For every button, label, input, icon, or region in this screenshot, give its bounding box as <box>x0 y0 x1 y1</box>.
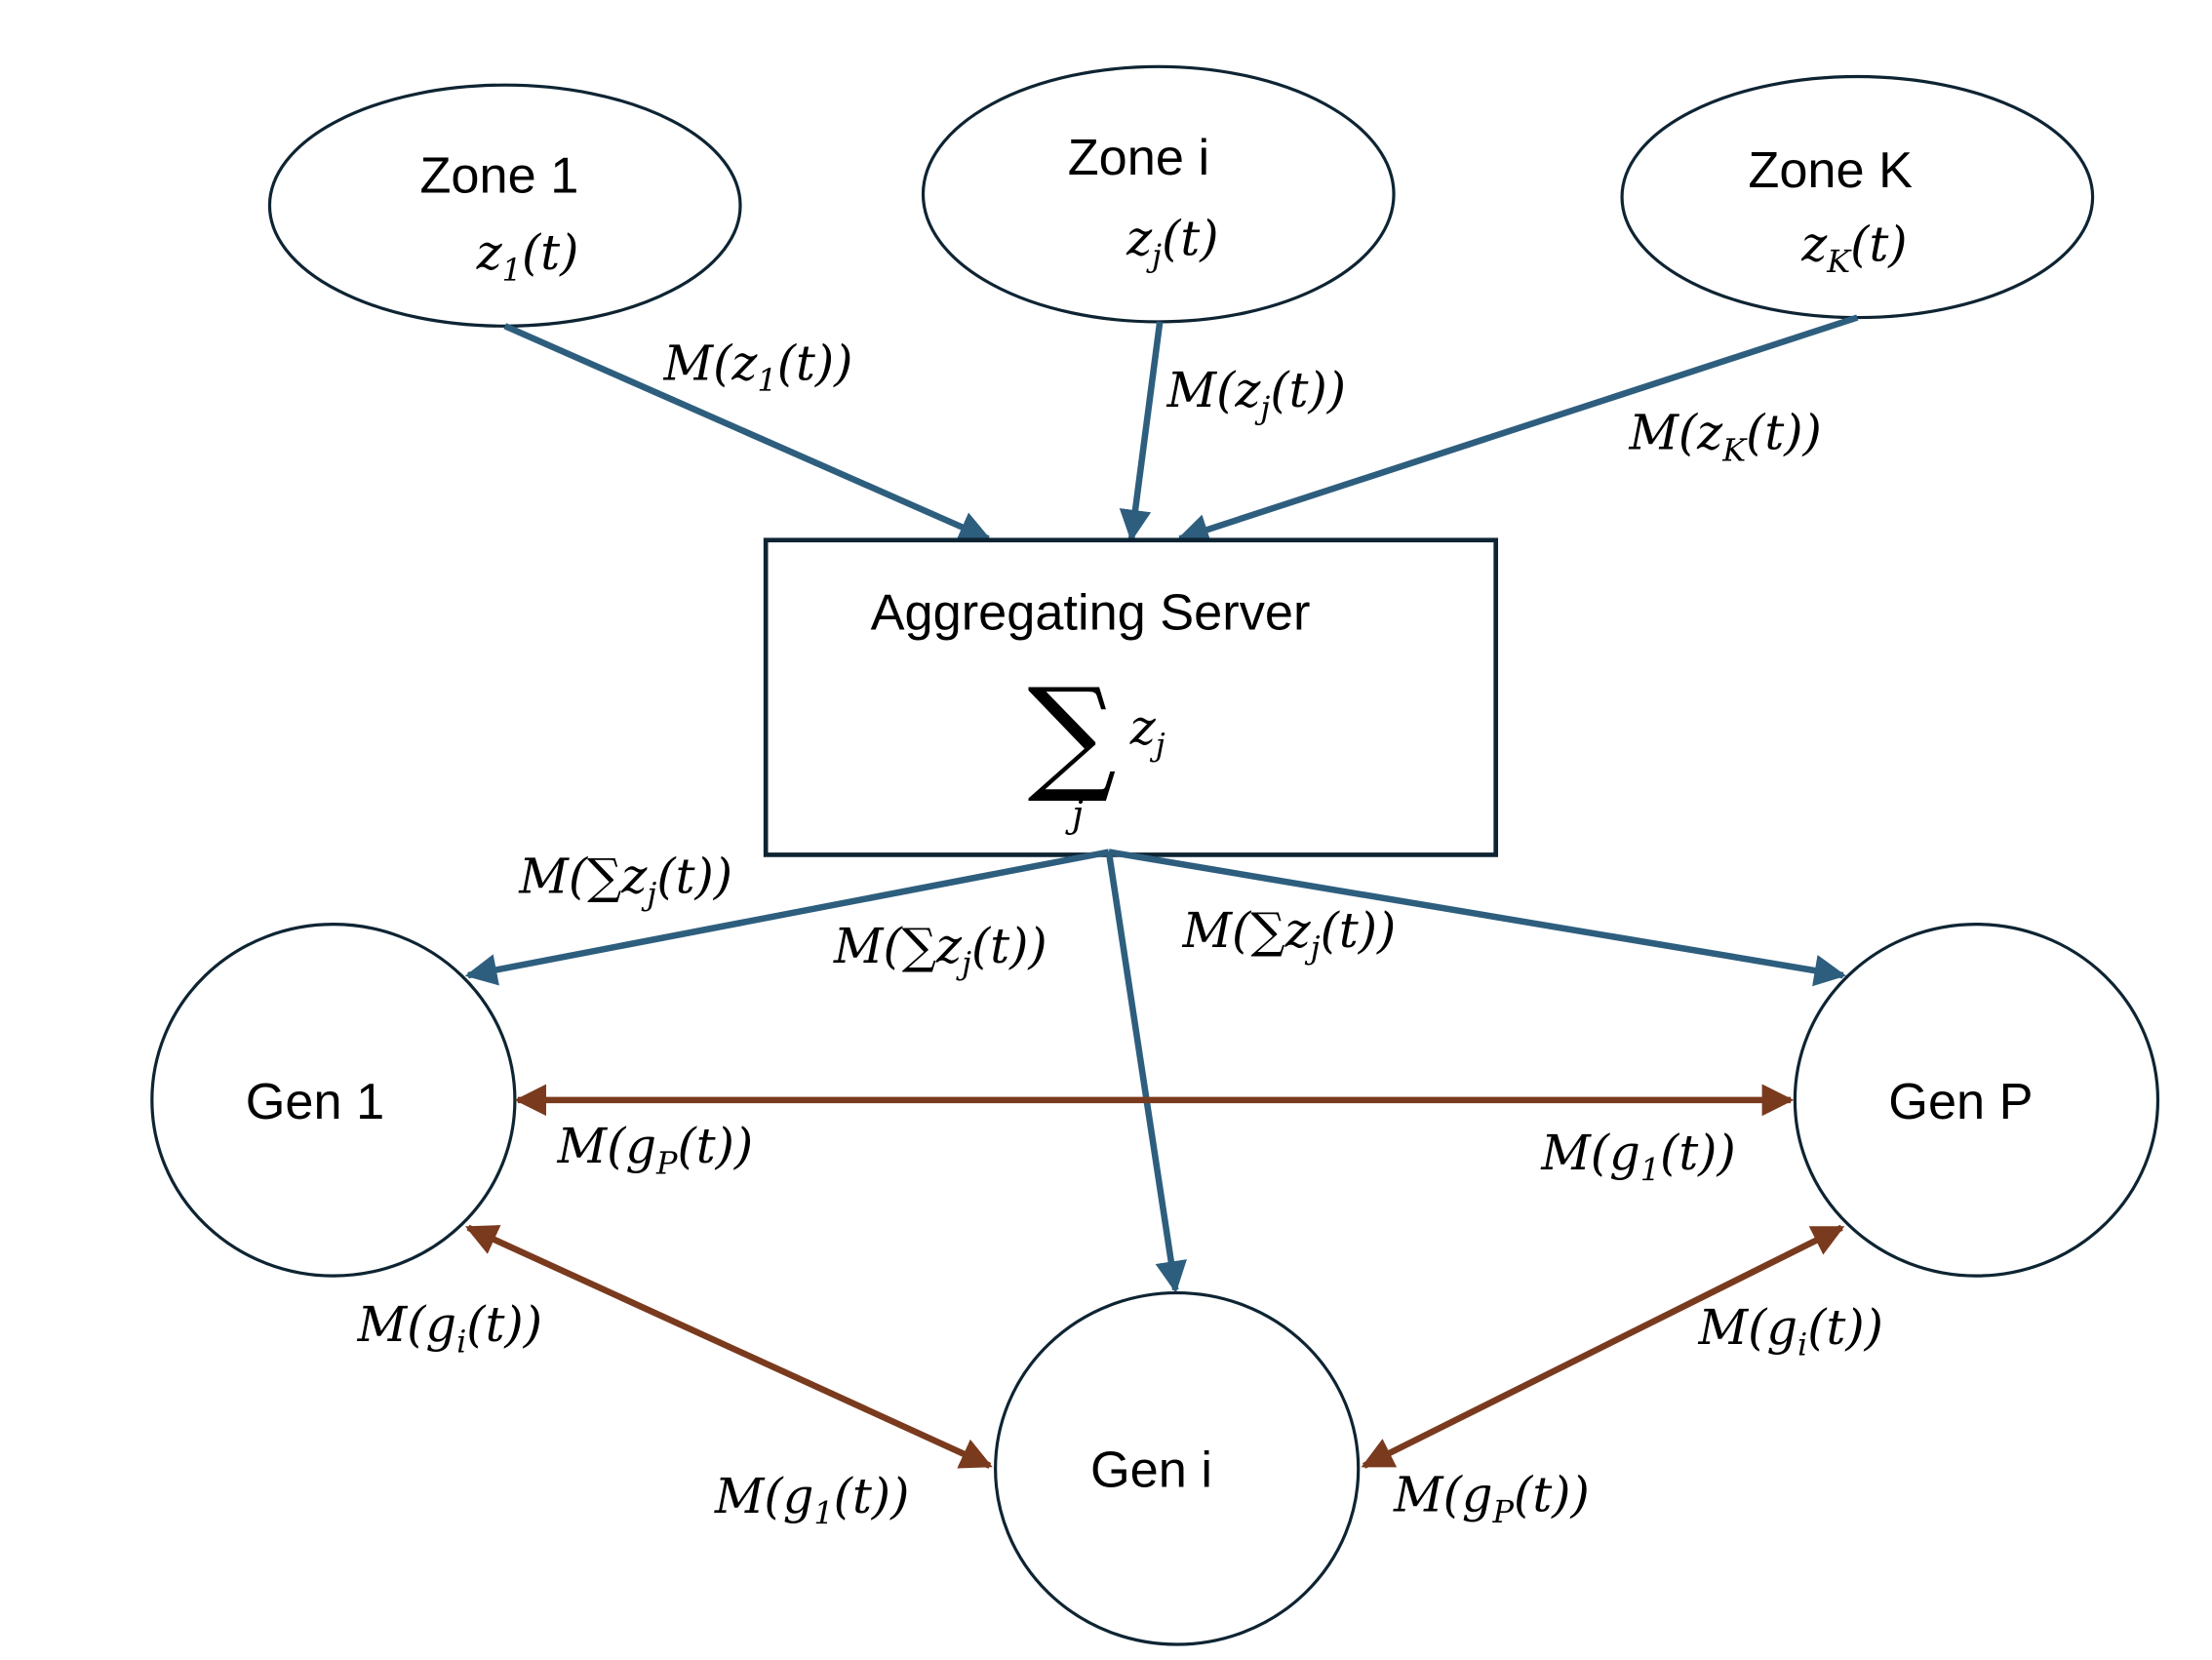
label-zonei-message: M(zj(t)) <box>1165 362 1346 426</box>
label-server-to-genp: M(∑zj(t)) <box>1181 902 1396 967</box>
zone-1-ellipse <box>267 83 742 328</box>
label-zone1-message: M(z1(t)) <box>663 336 853 400</box>
label-genp-geni-upper: M(gi(t)) <box>1698 1299 1883 1364</box>
gen-node-1: Gen 1 <box>150 923 517 1278</box>
arrow-zonek-to-server <box>1176 314 1859 545</box>
arrow-server-to-geni <box>1105 851 1187 1293</box>
zone-k-signal: zK(t) <box>1800 216 1907 280</box>
gen-p-ellipse <box>1793 923 2160 1278</box>
label-server-to-geni: M(∑zj(t)) <box>833 918 1047 982</box>
gen-node-p: Gen P <box>1793 923 2160 1278</box>
label-gen1-genp-left: M(gP(t)) <box>557 1118 754 1182</box>
aggregating-server: Aggregating Server ∑ zj j <box>763 537 1499 857</box>
zone-i-ellipse <box>921 64 1396 324</box>
zone-k-label: Zone K <box>1748 142 1913 199</box>
label-gen1-geni-lower: M(g1(t)) <box>714 1468 910 1532</box>
arrow-genp-geni <box>1361 1224 1845 1469</box>
arrow-gen1-geni <box>464 1224 993 1469</box>
gen-1-label: Gen 1 <box>246 1074 385 1130</box>
label-zonek-message: M(zK(t)) <box>1628 405 1821 469</box>
zone-node-i: Zone i zj(t) <box>921 64 1396 324</box>
zone-1-signal: z1(t) <box>476 224 579 289</box>
label-genp-geni-lower: M(gP(t)) <box>1393 1466 1590 1530</box>
gen-node-i: Gen i <box>994 1290 1361 1646</box>
gen-i-label: Gen i <box>1090 1443 1212 1499</box>
zone-node-k: Zone K zK(t) <box>1620 74 2095 320</box>
sum-term: zj <box>1129 699 1165 764</box>
label-gen1-genp-right: M(g1(t)) <box>1540 1125 1736 1189</box>
label-server-to-gen1: M(∑zj(t)) <box>518 849 732 913</box>
server-title: Aggregating Server <box>871 584 1311 641</box>
zone-node-1: Zone 1 z1(t) <box>267 83 742 328</box>
zone-i-label: Zone i <box>1068 130 1209 186</box>
sum-symbol: ∑ <box>1027 661 1116 807</box>
arrow-zone1-to-server <box>503 323 992 542</box>
arrow-server-to-genp <box>1108 849 1847 987</box>
arrow-server-to-gen1 <box>464 849 1110 986</box>
zone-i-signal: zj(t) <box>1126 211 1218 275</box>
zone-1-label: Zone 1 <box>419 148 578 205</box>
server-box <box>763 537 1499 857</box>
gen-i-ellipse <box>994 1290 1361 1646</box>
gen-p-label: Gen P <box>1888 1074 2033 1130</box>
arrow-zonei-to-server <box>1119 321 1164 542</box>
label-gen1-geni-upper: M(gi(t)) <box>357 1296 542 1361</box>
